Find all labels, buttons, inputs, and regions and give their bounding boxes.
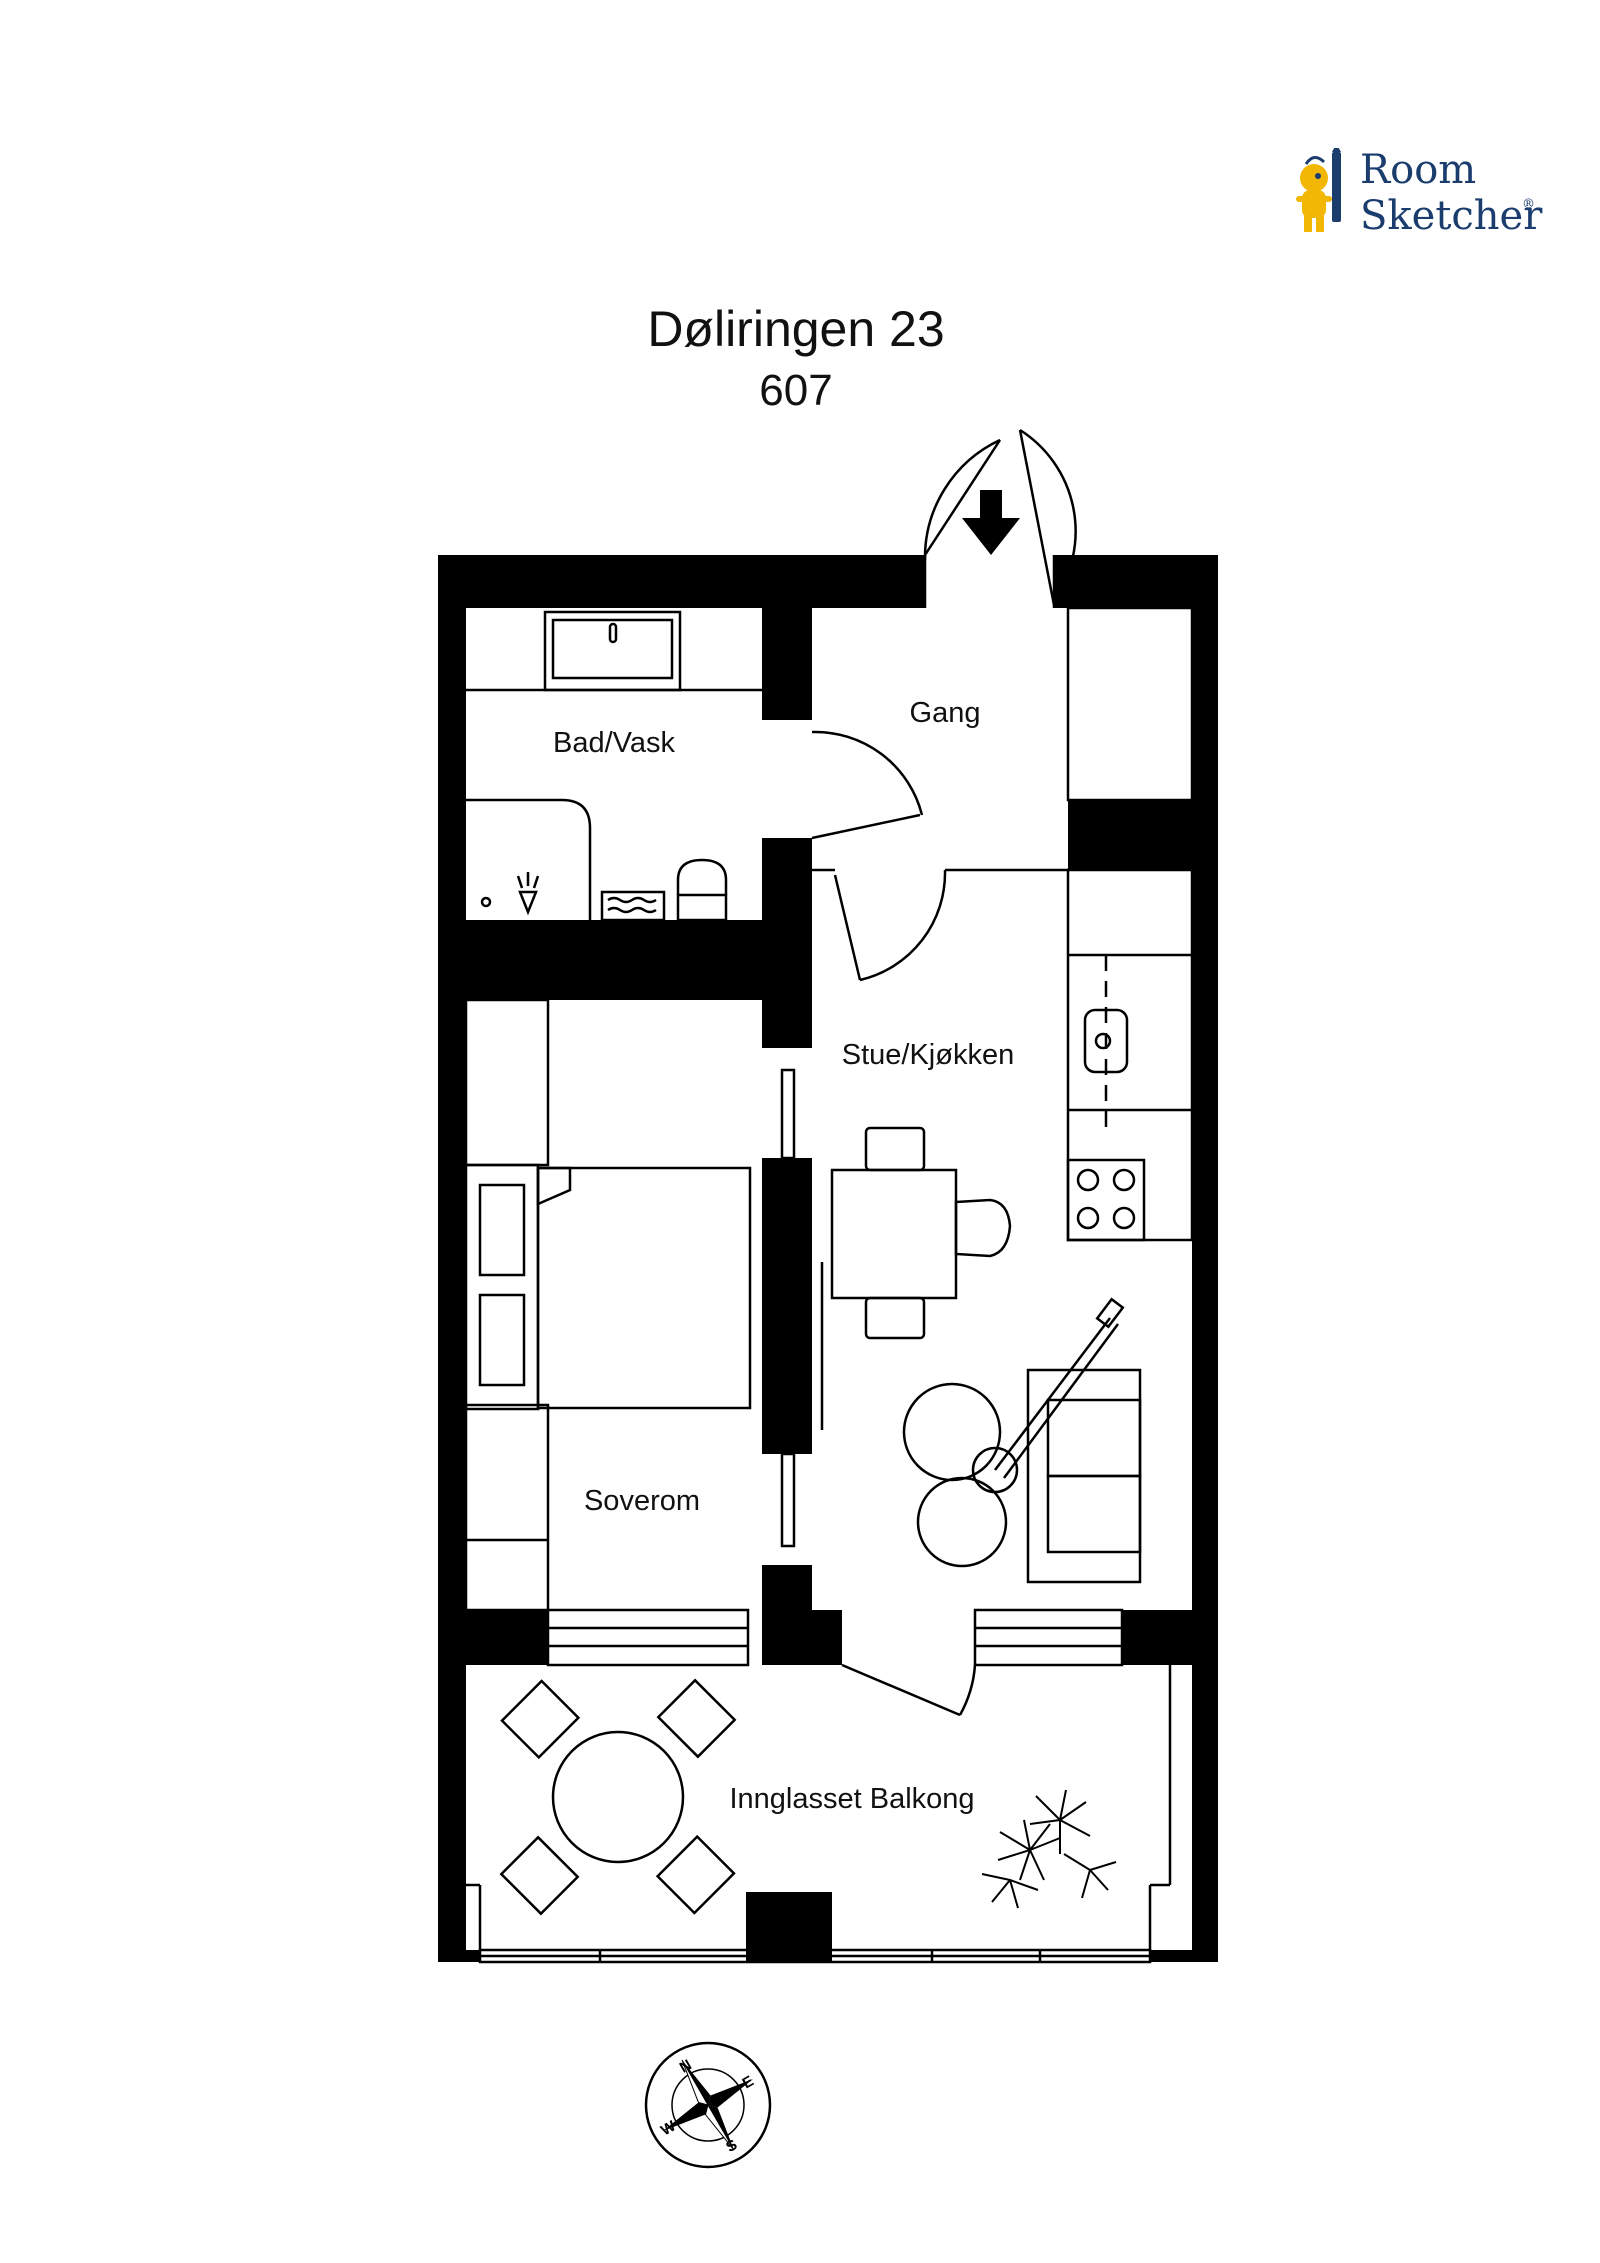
bath-radiator — [600, 890, 666, 922]
logo-registered-mark: ® — [1522, 197, 1535, 212]
window-bedroom — [546, 1608, 750, 1667]
room-label-bedroom: Soverom — [584, 1485, 700, 1517]
wall-bath-hall-upper — [762, 608, 812, 720]
bed-pillow-1 — [478, 1183, 526, 1277]
room-label-living: Stue/Kjøkken — [842, 1039, 1014, 1071]
kitchen-sink — [1083, 1008, 1129, 1074]
balcony-chair-3 — [500, 1679, 581, 1760]
entrance-arrow-icon — [962, 490, 1020, 555]
cooktop — [1066, 1158, 1146, 1242]
bath-sink-basin — [551, 618, 674, 680]
wall-center-bottom-ext — [812, 1610, 842, 1665]
compass-label-e: E — [740, 2073, 757, 2093]
logo-text-sketcher: Sketcher — [1360, 193, 1543, 239]
room-label-balcony: Innglasset Balkong — [729, 1783, 974, 1815]
bed-pillow-2 — [478, 1293, 526, 1387]
kitchen-counter — [1066, 868, 1194, 1242]
balcony-door-leaf — [841, 1663, 961, 1717]
wall-top-right — [1054, 555, 1218, 608]
bed-duvet-fold — [536, 1166, 572, 1206]
wardrobe-wall — [762, 1158, 812, 1454]
wall-right — [1192, 555, 1218, 1960]
plant-icon — [981, 1789, 1117, 1909]
bath-tap — [608, 622, 618, 644]
side-table-2 — [916, 1476, 1008, 1568]
wall-center-bottom — [762, 1565, 812, 1665]
balcony-chair-2 — [499, 1835, 580, 1916]
hall-closet — [1066, 606, 1194, 802]
balcony-chair-4 — [655, 1834, 736, 1915]
bedroom-wardrobe — [464, 998, 550, 1167]
entrance-door-swing-right — [1019, 428, 1077, 601]
logo-text-room: Room — [1360, 147, 1477, 193]
shower-head-icon — [518, 890, 538, 916]
bath-sink-cabinet — [543, 610, 682, 692]
shower-drain — [480, 896, 492, 908]
living-door-swing — [859, 869, 947, 982]
toilet — [676, 893, 728, 922]
balcony-chair-1 — [656, 1678, 737, 1759]
dining-table — [830, 1168, 958, 1300]
room-label-hall: Gang — [910, 697, 981, 729]
window-living — [973, 1608, 1124, 1667]
entrance-door-leaf-right — [1018, 429, 1056, 606]
floor-lamp-arm — [994, 1317, 1111, 1471]
walls — [438, 555, 1218, 1962]
entrance-door-swing — [923, 438, 1001, 561]
balcony-pillar — [746, 1892, 832, 1962]
wall-bath-bottom — [438, 920, 812, 1000]
entrance-door-leaf-left — [923, 439, 1002, 556]
wardrobe-door-top — [780, 1068, 796, 1160]
compass-rose-icon: N E S W — [644, 2041, 772, 2169]
dining-chair-bottom — [864, 1296, 926, 1340]
roomsketcher-mascot-icon — [1296, 148, 1341, 232]
dining-chair-right — [954, 1198, 1012, 1258]
bath-door-leaf — [811, 813, 921, 840]
wardrobe-door-bottom — [780, 1452, 796, 1548]
wall-bedroom-bottom-left — [438, 1610, 548, 1665]
wall-bottom-right — [1150, 1950, 1218, 1962]
bath-door-swing — [811, 730, 924, 816]
lamp-base — [971, 1446, 1019, 1494]
compass-label-s: S — [723, 2136, 740, 2156]
wall-hall-closet — [1068, 800, 1218, 870]
plan-subtitle: 607 — [759, 366, 833, 415]
plan-title: Døliringen 23 — [647, 301, 945, 357]
dining-chair-top — [864, 1126, 926, 1172]
room-label-bath: Bad/Vask — [553, 727, 675, 759]
toilet-bowl — [676, 858, 728, 895]
side-table-1 — [902, 1382, 1002, 1482]
balcony-table — [551, 1730, 685, 1864]
wall-top-left — [438, 555, 925, 608]
bed-headboard — [464, 1163, 540, 1411]
balcony-door-swing — [958, 1664, 977, 1716]
wall-left — [438, 555, 466, 1960]
interior-lines — [464, 428, 1194, 1964]
living-door-leaf — [833, 874, 862, 981]
wall-bottom-left — [438, 1950, 480, 1962]
wall-living-bottom-right — [1122, 1610, 1218, 1665]
bedroom-wardrobe-lower — [464, 1403, 550, 1612]
bed — [536, 1166, 752, 1410]
shower-enclosure — [466, 798, 592, 920]
